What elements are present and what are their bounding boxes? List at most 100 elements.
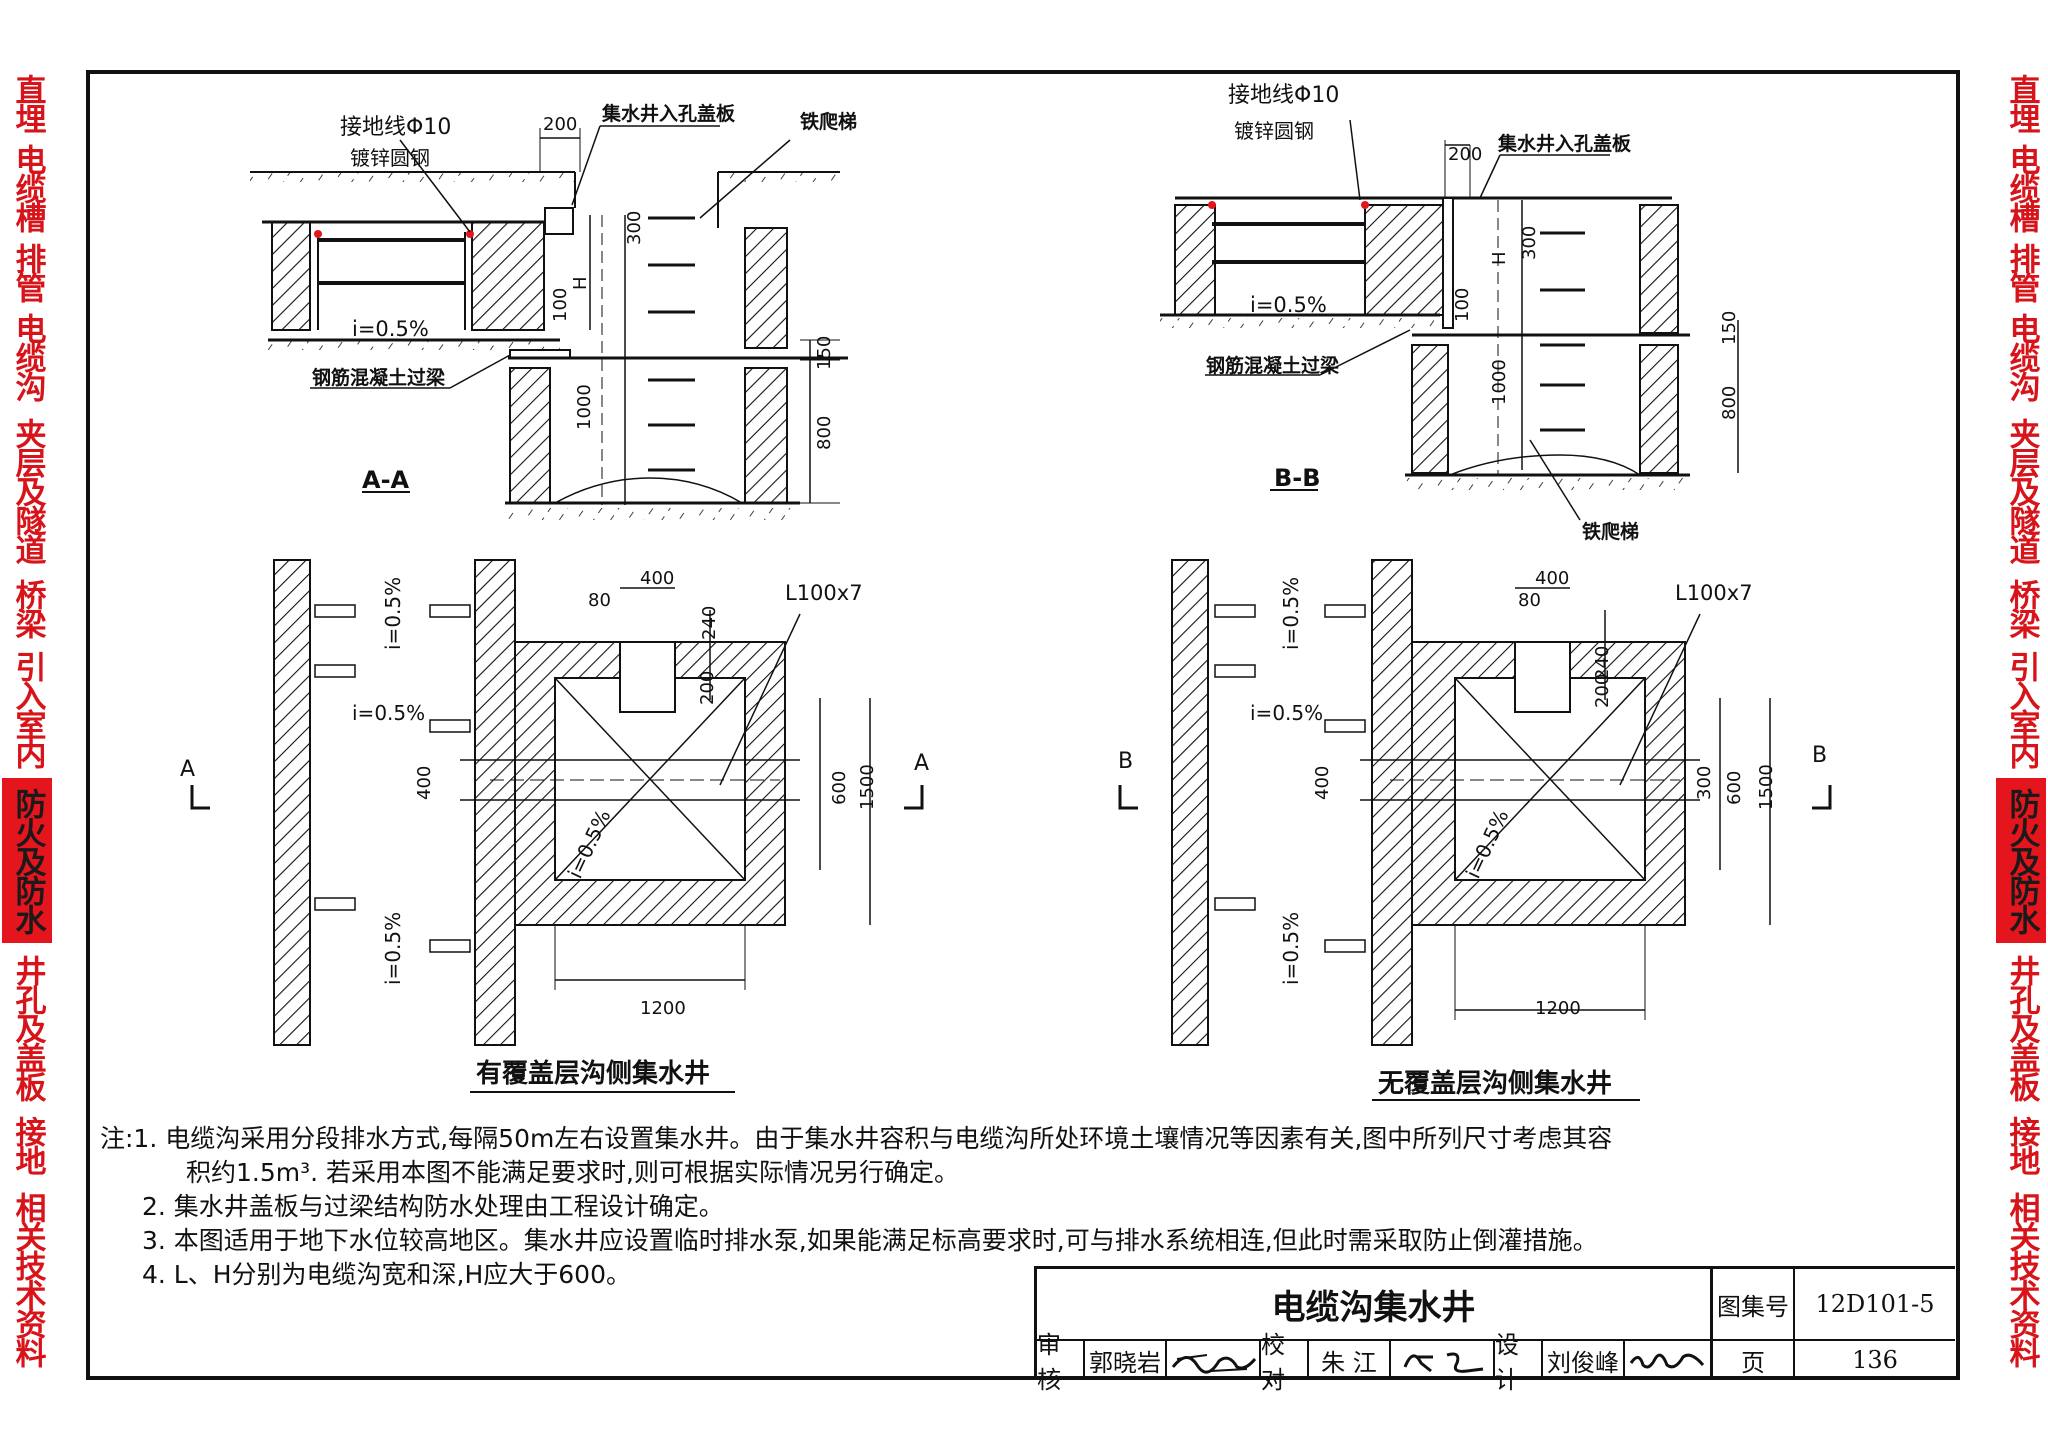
design-label: 设计 (1495, 1331, 1543, 1394)
plan-a-caption: 有覆盖层沟侧集水井 (476, 1058, 710, 1089)
plan-b-dim-400-top: 400 (1535, 568, 1569, 589)
checker-signature-mark (1403, 1352, 1484, 1373)
right-category-5[interactable]: 桥梁 (1996, 575, 2046, 644)
designer-name: 刘俊峰 (1543, 1341, 1625, 1379)
plan-a-dim-240: 240 (699, 606, 720, 640)
section-a-dim-100: 100 (550, 288, 571, 322)
left-category-4[interactable]: 夹层及隧道 (2, 408, 52, 576)
left-category-label: 电缆槽 (9, 144, 46, 232)
right-category-3[interactable]: 电缆沟 (1996, 307, 2046, 409)
plan-b-dim-80: 80 (1518, 590, 1541, 611)
section-b-dim-200: 200 (1448, 144, 1482, 165)
plan-b-slope-diag: i=0.5% (1461, 806, 1514, 882)
drawing-title: 电缆沟集水井 (1037, 1269, 1713, 1341)
checker-name: 朱 江 (1309, 1341, 1391, 1379)
right-category-10[interactable]: 相关技术资料 (1996, 1180, 2046, 1380)
right-category-7[interactable]: 防火及防水 (1996, 777, 2046, 945)
right-category-sidebar: 直埋电缆槽排管电缆沟夹层及隧道桥梁引入室内防火及防水井孔及盖板接地相关技术资料 (1996, 70, 2046, 1380)
plan-a-dim-1200: 1200 (640, 998, 686, 1019)
left-category-2[interactable]: 排管 (2, 239, 52, 308)
right-category-6[interactable]: 引入室内 (1996, 643, 2046, 778)
section-a-dim-800: 800 (814, 416, 835, 450)
page-number: 136 (1852, 1346, 1898, 1374)
left-category-label: 相关技术资料 (9, 1191, 46, 1366)
note-line-3: 2. 集水井盖板与过梁结构防水处理由工程设计确定。 (142, 1192, 724, 1221)
section-b-dim-300: 300 (1519, 226, 1540, 260)
left-category-7[interactable]: 防火及防水 (2, 777, 52, 945)
leaders (310, 125, 791, 493)
review-label: 审核 (1037, 1331, 1085, 1394)
checker-signature (1391, 1341, 1495, 1379)
section-a-beam-label: 钢筋混凝土过梁 (312, 366, 446, 389)
left-category-sidebar: 直埋电缆槽排管电缆沟夹层及隧道桥梁引入室内防火及防水井孔及盖板接地相关技术资料 (2, 70, 52, 1380)
right-category-label: 桥梁 (2003, 579, 2040, 638)
plan-b-angle-label: L100x7 (1675, 581, 1753, 605)
plan-b-slope-bottom: i=0.5% (1279, 912, 1303, 985)
sump-pit (505, 172, 848, 520)
section-a-slope-label: i=0.5% (352, 317, 429, 341)
left-category-5[interactable]: 桥梁 (2, 575, 52, 644)
plan-b-dim-1200: 1200 (1535, 998, 1581, 1019)
right-category-1[interactable]: 电缆槽 (1996, 138, 2046, 240)
section-a-cover-label: 集水井入孔盖板 (601, 102, 736, 125)
right-category-4[interactable]: 夹层及隧道 (1996, 408, 2046, 576)
section-b-dim-150: 150 (1719, 311, 1740, 345)
note-line-1: 注:1. 电缆沟采用分段排水方式,每隔50m左右设置集水井。由于集水井容积与电缆… (100, 1124, 1613, 1153)
atlas-label: 图集号 (1713, 1269, 1795, 1341)
section-b-grounding-sub: 镀锌圆钢 (1234, 119, 1314, 143)
section-a-dim-1000: 1000 (574, 384, 595, 430)
cable-trench (262, 220, 560, 350)
section-b-ladder-label: 铁爬梯 (1582, 520, 1639, 543)
left-category-1[interactable]: 电缆槽 (2, 138, 52, 240)
left-category-0[interactable]: 直埋 (2, 70, 52, 139)
notes-block: 注:1. 电缆沟采用分段排水方式,每隔50m左右设置集水井。由于集水井容积与电缆… (100, 1122, 1660, 1292)
plan-b-dim-300: 300 (1694, 766, 1715, 800)
drawing-frame (86, 70, 1960, 1380)
left-category-label: 接地 (9, 1115, 46, 1174)
left-category-9[interactable]: 接地 (2, 1112, 52, 1180)
note-line-5: 4. L、H分别为电缆沟宽和深,H应大于600。 (142, 1260, 631, 1289)
section-a-dim-150: 150 (814, 336, 835, 370)
plan-b-dim-400-side: 400 (1312, 766, 1333, 800)
section-a-a: 接地线Φ10 镀锌圆钢 集水井入孔盖板 铁爬梯 钢筋混凝土过梁 i=0.5% A… (250, 102, 857, 520)
section-a-dim-200: 200 (543, 114, 577, 135)
left-category-6[interactable]: 引入室内 (2, 643, 52, 778)
plan-a-dim-1500: 1500 (857, 764, 878, 810)
section-b-grounding-label: 接地线Φ10 (1228, 83, 1339, 108)
right-category-0[interactable]: 直埋 (1996, 70, 2046, 139)
plan-a-dim-400-top: 400 (640, 568, 674, 589)
right-category-label: 电缆沟 (2003, 313, 2040, 401)
ground-line (250, 171, 840, 182)
left-category-3[interactable]: 电缆沟 (2, 307, 52, 409)
left-category-label: 直埋 (9, 74, 46, 133)
plan-b-dim-240: 240 (1592, 646, 1613, 680)
plan-a-slope-diag: i=0.5% (563, 806, 616, 882)
right-category-label: 夹层及隧道 (2003, 418, 2040, 564)
section-a-ladder-label: 铁爬梯 (800, 110, 857, 133)
title-block: 电缆沟集水井 图集号 12D101-5 审核 郭晓岩 校对 朱 江 设计 刘俊峰… (1034, 1266, 1955, 1394)
right-category-label: 电缆槽 (2003, 144, 2040, 232)
left-category-8[interactable]: 井孔及盖板 (2, 945, 52, 1112)
plan-a-dim-400-side: 400 (414, 766, 435, 800)
section-b-dim-1000: 1000 (1489, 359, 1510, 405)
section-a-dim-h: H (570, 276, 591, 290)
section-a-grounding-sub: 镀锌圆钢 (350, 146, 430, 170)
section-b-name: B-B (1274, 464, 1321, 492)
right-category-label: 防火及防水 (2003, 787, 2040, 933)
left-category-label: 电缆沟 (9, 313, 46, 401)
plan-b-cut-left: B (1118, 749, 1133, 774)
section-b-b: 接地线Φ10 镀锌圆钢 集水井入孔盖板 钢筋混凝土过梁 铁爬梯 i=0.5% B… (1160, 83, 1740, 543)
right-category-8[interactable]: 井孔及盖板 (1996, 945, 2046, 1112)
left-category-10[interactable]: 相关技术资料 (2, 1180, 52, 1380)
section-b-dim-100: 100 (1452, 288, 1473, 322)
plan-b-slope-top: i=0.5% (1279, 577, 1303, 650)
plan-b-slope-mid: i=0.5% (1250, 701, 1323, 725)
right-category-2[interactable]: 排管 (1996, 239, 2046, 308)
section-a-dim-300: 300 (624, 211, 645, 245)
plan-a-dim-80: 80 (588, 590, 611, 611)
right-category-9[interactable]: 接地 (1996, 1112, 2046, 1180)
plan-b-dim-200: 200 (1592, 674, 1613, 708)
designer-signature-mark (1629, 1353, 1705, 1369)
atlas-number: 12D101-5 (1795, 1269, 1955, 1341)
